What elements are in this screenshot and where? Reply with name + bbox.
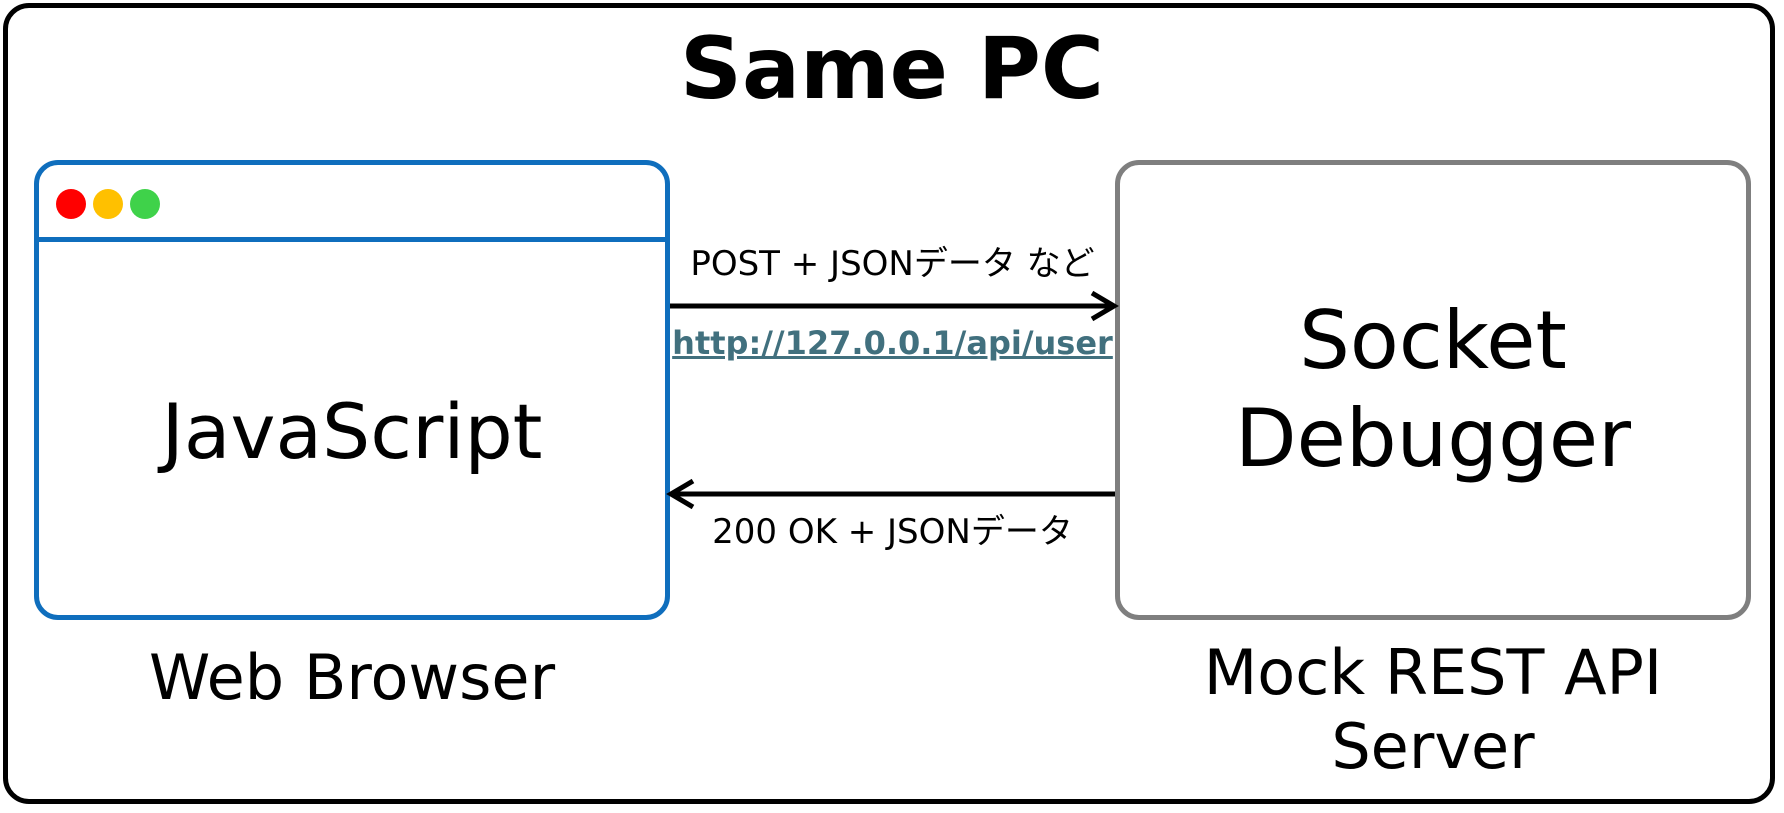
web-browser-window: JavaScript — [34, 160, 670, 620]
diagram-title: Same PC — [680, 19, 1104, 119]
browser-title-bar — [39, 165, 665, 242]
same-pc-frame — [3, 3, 1775, 804]
request-url-link[interactable]: http://127.0.0.1/api/user — [672, 324, 1113, 362]
maximize-dot-icon — [130, 189, 160, 219]
close-dot-icon — [56, 189, 86, 219]
minimize-dot-icon — [93, 189, 123, 219]
response-arrow — [666, 478, 1115, 510]
request-arrow — [670, 290, 1119, 322]
request-label: POST + JSONデータ など — [690, 244, 1095, 284]
response-label: 200 OK + JSONデータ — [712, 512, 1073, 552]
browser-caption: Web Browser — [148, 641, 556, 714]
server-caption: Mock REST API Server — [1203, 636, 1663, 783]
server-content-label: Socket Debugger — [1235, 294, 1631, 485]
socket-debugger-box: Socket Debugger — [1115, 160, 1751, 620]
browser-content-label: JavaScript — [161, 386, 543, 476]
